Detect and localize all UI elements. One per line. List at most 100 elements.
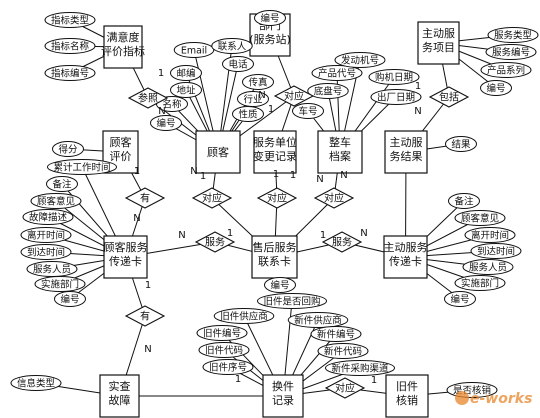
relationship-r-dui-veh: 对应	[313, 187, 355, 209]
attribute-a-gzms: 故障描述	[22, 209, 74, 225]
cardinality-label: N	[190, 166, 197, 177]
attribute-a-xjbh: 新件编号	[310, 326, 362, 342]
attribute-a-bh-as: 编号	[480, 80, 512, 96]
watermark-text: e-works	[470, 391, 532, 407]
attribute-a-fwbh: 服务编号	[485, 44, 537, 60]
relationship-r-fuwu-l: 服务	[194, 231, 236, 253]
attribute-label: 行业	[243, 93, 262, 105]
attribute-label: 名称	[162, 98, 182, 110]
relationship-r-dui-unit: 对应	[256, 187, 298, 209]
attribute-a-bz-r: 备注	[448, 193, 480, 209]
relationship-label: 有	[140, 310, 150, 323]
entity-label: (服务站)	[249, 32, 291, 46]
attribute-a-xxlx: 信息类型	[10, 375, 62, 391]
attribute-label: 结果	[451, 138, 471, 150]
attribute-label: 发动机号	[341, 54, 379, 66]
relationship-label: 对应	[324, 192, 344, 205]
relationship-label: 服务	[332, 236, 352, 249]
attribute-a-bh-cust: 编号	[150, 115, 182, 131]
relationship-r-you-up: 有	[124, 187, 166, 209]
attribute-label: 新件代码	[324, 345, 362, 357]
relationship-r-baokuo: 包括	[428, 86, 470, 108]
cardinality-label: N	[158, 106, 165, 117]
entity-label: 务项目	[422, 41, 455, 54]
attribute-label: 备注	[52, 178, 72, 190]
cardinality-label: 1	[227, 228, 233, 239]
attribute-a-jjsfhg: 旧件是否回购	[257, 293, 327, 309]
attribute-a-jjbh: 旧件编号	[196, 325, 248, 341]
attribute-a-gcrq: 购机日期	[368, 69, 420, 85]
entity-label: 满意度	[107, 30, 140, 44]
attribute-label: 指标类型	[51, 14, 90, 26]
cardinality-label: N	[414, 106, 421, 117]
attribute-label: 服务人员	[33, 263, 71, 275]
attribute-label: 邮编	[176, 67, 195, 79]
relationship-r-you-down: 有	[124, 305, 166, 327]
entity-label: 主动服	[422, 27, 455, 40]
entity-label: 实查	[109, 379, 131, 393]
attribute-label: 联系人	[218, 41, 247, 52]
attribute-label: 指标编号	[51, 67, 89, 79]
attribute-label: 累计工作时间	[53, 161, 110, 173]
attribute-a-ddsj-l: 到达时间	[20, 244, 72, 260]
cardinality-label: N	[144, 344, 151, 355]
cardinality-label: 1	[145, 280, 151, 291]
attribute-a-xjdm: 新件代码	[317, 343, 369, 359]
attribute-a-jjgys: 旧件供应商	[213, 308, 275, 324]
entity-label: 故障	[109, 393, 131, 407]
attribute-a-gkyj-r: 顾客意见	[454, 210, 506, 226]
relationship-label: 参照	[138, 92, 158, 105]
entity-label: 旧件	[396, 380, 418, 393]
relationship-label: 包括	[439, 91, 459, 104]
cardinality-label: 1	[268, 104, 274, 115]
attribute-label: 离开时间	[27, 229, 65, 241]
attribute-a-hy: 行业	[237, 91, 269, 107]
entity-label: 换件	[272, 379, 294, 393]
entity-label: 整车	[329, 135, 351, 149]
entity-label: 变更记录	[253, 149, 297, 163]
entity-label: 评价指标	[101, 44, 145, 58]
cardinality-label: 1	[134, 166, 140, 177]
entity-label: 联系卡	[258, 255, 291, 268]
attribute-a-mc: 名称	[156, 96, 188, 112]
attribute-a-xjcg: 新件采购渠道	[325, 360, 395, 376]
attribute-label: 编号	[450, 293, 469, 305]
attribute-a-bz-l: 备注	[46, 176, 78, 192]
attribute-a-ljgz: 累计工作时间	[47, 159, 117, 175]
attribute-a-df: 得分	[52, 141, 84, 157]
attribute-label: 到达时间	[477, 245, 515, 257]
attribute-a-ccrq: 出厂日期	[370, 89, 422, 105]
entity-label: 核销	[396, 393, 418, 407]
attribute-a-fdj: 发动机号	[334, 52, 386, 68]
attribute-label: 备注	[454, 195, 474, 207]
attribute-a-dz: 地址	[170, 82, 202, 98]
attribute-a-xz: 性质	[232, 106, 264, 122]
attribute-a-ddsj-r: 到达时间	[470, 243, 522, 259]
attribute-label: 编号	[270, 279, 289, 291]
entity-label: 服务单位	[253, 135, 297, 149]
cardinality-label: 1	[273, 169, 279, 180]
cardinality-label: N	[133, 213, 140, 224]
attribute-label: 新件编号	[317, 328, 355, 340]
relationship-label: 有	[140, 192, 150, 205]
attribute-a-gkyj-l: 顾客意见	[30, 193, 82, 209]
attribute-a-cz: 传真	[242, 74, 274, 90]
entity-label: 档案	[329, 149, 351, 163]
relationship-label: 对应	[335, 382, 355, 395]
cardinality-label: 1	[415, 81, 421, 92]
entity-label: 评价	[110, 150, 132, 163]
attribute-label: 购机日期	[375, 71, 413, 83]
relationship-r-dui-cust: 对应	[191, 187, 233, 209]
attribute-a-cpdh: 产品代号	[311, 65, 363, 81]
attribute-label: 传真	[248, 76, 267, 88]
cardinality-label: 1	[320, 230, 326, 241]
